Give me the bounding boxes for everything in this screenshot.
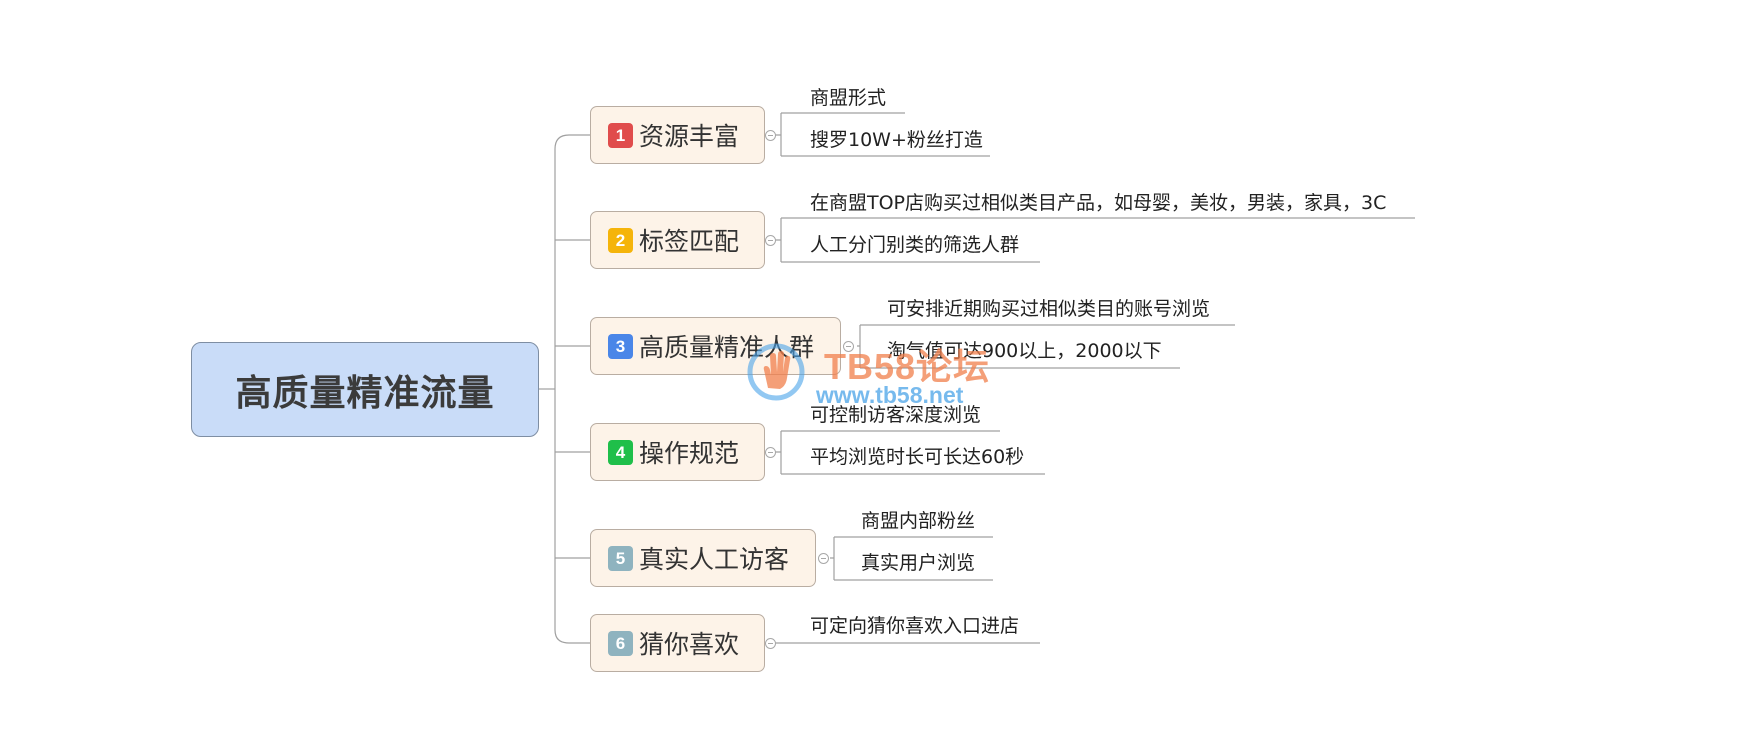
leaf-topic-3-2[interactable]: 淘气值可达900以上，2000以下: [887, 340, 1162, 362]
leaf-topic-5-2[interactable]: 真实用户浏览: [861, 552, 976, 574]
leaf-connector-5: [830, 536, 993, 581]
collapse-toggle-icon[interactable]: [818, 553, 829, 564]
priority-badge-4: 4: [608, 439, 633, 465]
branch-label-1: 资源丰富: [639, 122, 740, 151]
branch-label-5: 真实人工访客: [639, 545, 790, 574]
branch-spine: [554, 134, 570, 644]
branch-topic-5[interactable]: 5 真实人工访客: [590, 529, 816, 587]
watermark: TB58论坛 www.tb58.net: [746, 338, 1006, 418]
leaf-topic-6-1[interactable]: 可定向猜你喜欢入口进店: [810, 615, 1020, 637]
priority-badge-5: 5: [608, 545, 633, 571]
priority-badge-6: 6: [608, 630, 633, 656]
leaf-topic-1-2[interactable]: 搜罗10W+粉丝打造: [810, 129, 983, 151]
watermark-url: www.tb58.net: [816, 382, 964, 408]
collapse-toggle-icon[interactable]: [765, 235, 776, 246]
collapse-toggle-icon[interactable]: [765, 447, 776, 458]
leaf-topic-3-1[interactable]: 可安排近期购买过相似类目的账号浏览: [887, 298, 1211, 320]
priority-badge-1: 1: [608, 122, 633, 148]
leaf-connector-3: [857, 324, 1235, 369]
root-topic[interactable]: 高质量精准流量: [191, 342, 539, 437]
branch-label-4: 操作规范: [639, 439, 740, 468]
hand-logo-icon: [747, 343, 805, 401]
branch-label-6: 猜你喜欢: [639, 630, 740, 659]
branch-topic-2[interactable]: 2 标签匹配: [590, 211, 765, 269]
leaf-topic-2-2[interactable]: 人工分门别类的筛选人群: [810, 234, 1020, 256]
collapse-toggle-icon[interactable]: [843, 341, 854, 352]
leaf-connector-2: [771, 217, 1415, 263]
branch-topic-1[interactable]: 1 资源丰富: [590, 106, 765, 164]
leaf-topic-4-1[interactable]: 可控制访客深度浏览: [810, 404, 982, 426]
leaf-topic-5-1[interactable]: 商盟内部粉丝: [861, 510, 976, 532]
branch-label-2: 标签匹配: [639, 227, 740, 256]
priority-badge-3: 3: [608, 333, 633, 359]
leaf-connector-1: [771, 112, 990, 157]
branch-topic-3[interactable]: 3 高质量精准人群: [590, 317, 841, 375]
watermark-title: TB58论坛: [824, 346, 991, 387]
priority-badge-2: 2: [608, 227, 633, 253]
leaf-topic-1-1[interactable]: 商盟形式: [810, 87, 887, 109]
root-topic-label: 高质量精准流量: [235, 372, 495, 414]
leaf-connector-4: [771, 430, 1045, 475]
collapse-toggle-icon[interactable]: [765, 638, 776, 649]
collapse-toggle-icon[interactable]: [765, 130, 776, 141]
leaf-topic-4-2[interactable]: 平均浏览时长可长达60秒: [810, 446, 1025, 468]
branch-topic-6[interactable]: 6 猜你喜欢: [590, 614, 765, 672]
branch-topic-4[interactable]: 4 操作规范: [590, 423, 765, 481]
leaf-topic-2-1[interactable]: 在商盟TOP店购买过相似类目产品，如母婴，美妆，男装，家具，3C: [810, 192, 1387, 214]
